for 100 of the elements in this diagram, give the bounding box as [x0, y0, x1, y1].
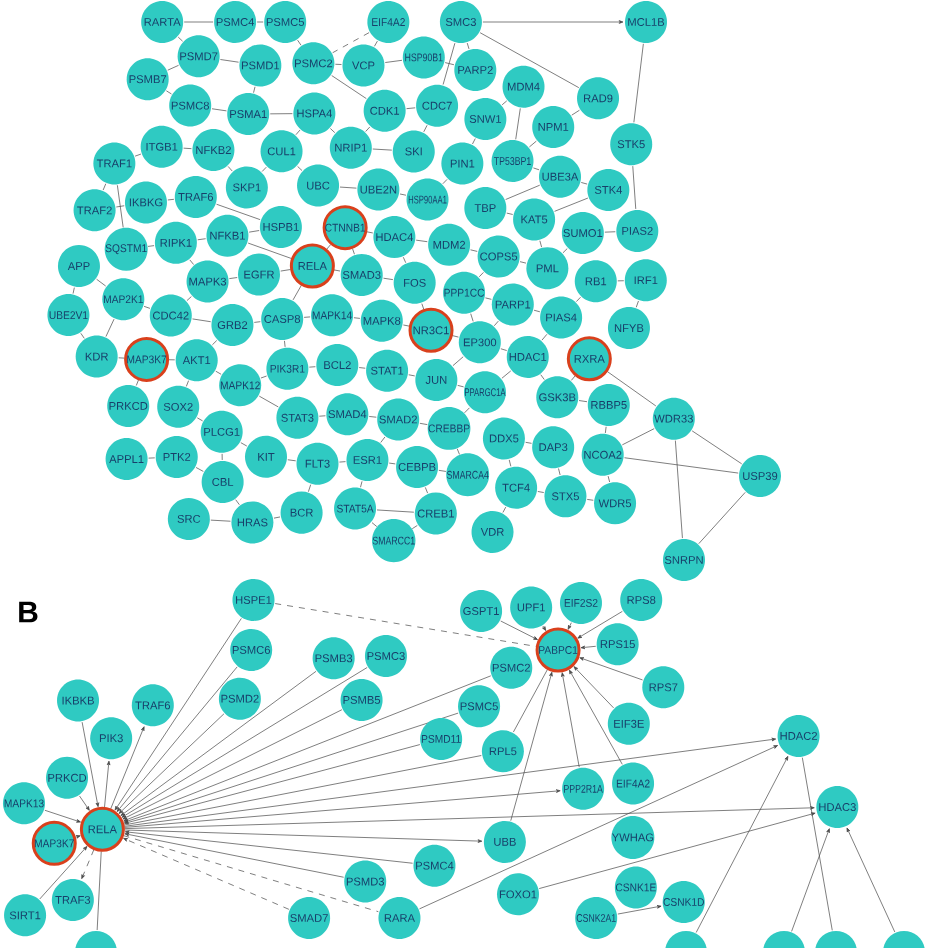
connector [220, 59, 239, 63]
connector [508, 459, 512, 467]
connector [186, 296, 192, 301]
connector [210, 519, 231, 522]
connector [411, 525, 418, 530]
connector [39, 846, 88, 900]
connector [332, 32, 370, 54]
connector [576, 296, 581, 302]
connector [408, 374, 416, 377]
connector [376, 509, 415, 513]
connector [227, 166, 233, 172]
connector [562, 248, 568, 254]
connector [75, 835, 81, 839]
connector [331, 75, 367, 99]
connector [287, 459, 297, 462]
connector [115, 205, 125, 208]
connector [81, 721, 100, 808]
connector [371, 522, 378, 527]
connector [442, 42, 456, 85]
connector [617, 905, 662, 915]
connector [297, 39, 302, 46]
connector [791, 828, 830, 932]
connector [339, 461, 346, 463]
connector [421, 303, 425, 310]
connector [801, 757, 833, 931]
connector [540, 374, 545, 380]
connector [229, 277, 238, 279]
connector [457, 385, 464, 388]
connector [261, 166, 267, 172]
connector [607, 475, 610, 483]
connector [633, 43, 644, 123]
connector [295, 129, 301, 136]
panel-letter: B [19, 601, 38, 623]
connector [482, 20, 624, 24]
connector [580, 645, 597, 650]
connector [121, 667, 368, 818]
connector [402, 256, 407, 264]
connector [558, 468, 561, 476]
connector [167, 198, 175, 201]
connector [519, 261, 527, 264]
connector [617, 280, 625, 282]
connector [360, 480, 363, 488]
connector [384, 59, 403, 63]
connector [621, 428, 655, 446]
connector [124, 829, 483, 843]
connector [124, 744, 421, 825]
connector [452, 356, 464, 366]
connector [123, 835, 379, 913]
connector [330, 128, 336, 133]
connector [134, 153, 142, 157]
connector [195, 467, 204, 472]
connector [542, 625, 547, 631]
connector [143, 306, 151, 309]
connector [168, 359, 176, 361]
connector [537, 491, 545, 493]
connector [120, 671, 317, 816]
connector [571, 109, 580, 116]
connector [569, 669, 623, 765]
connector [308, 366, 316, 368]
connector [116, 666, 238, 812]
connector [124, 806, 815, 829]
connector [81, 849, 95, 879]
connector [632, 165, 637, 210]
connector [124, 832, 344, 878]
connector [698, 491, 746, 545]
connector [253, 86, 256, 94]
connector [442, 179, 448, 185]
connector [196, 417, 203, 422]
connector [284, 340, 286, 348]
connector [212, 340, 218, 346]
connector [470, 313, 474, 322]
connector [501, 100, 508, 106]
connector [258, 395, 279, 408]
connector [368, 416, 377, 418]
connector [215, 370, 222, 375]
connector [444, 62, 455, 66]
connector [493, 320, 499, 327]
connector [247, 242, 292, 259]
connector [105, 318, 115, 337]
connector [96, 278, 107, 287]
connector [380, 436, 386, 443]
connector [438, 470, 447, 472]
connector [308, 484, 312, 493]
connector [579, 657, 643, 681]
connector [485, 297, 492, 300]
connector [80, 332, 85, 339]
connector [326, 244, 332, 250]
connector [72, 287, 75, 294]
connector [510, 671, 553, 822]
connector [500, 620, 538, 640]
connector [44, 809, 81, 823]
connector [571, 375, 576, 381]
connector [606, 371, 657, 407]
connector [424, 487, 428, 494]
connector [466, 42, 470, 50]
connector [513, 669, 548, 733]
connector [691, 430, 743, 465]
connector [102, 183, 107, 191]
connector [352, 248, 355, 255]
connector [123, 712, 459, 823]
